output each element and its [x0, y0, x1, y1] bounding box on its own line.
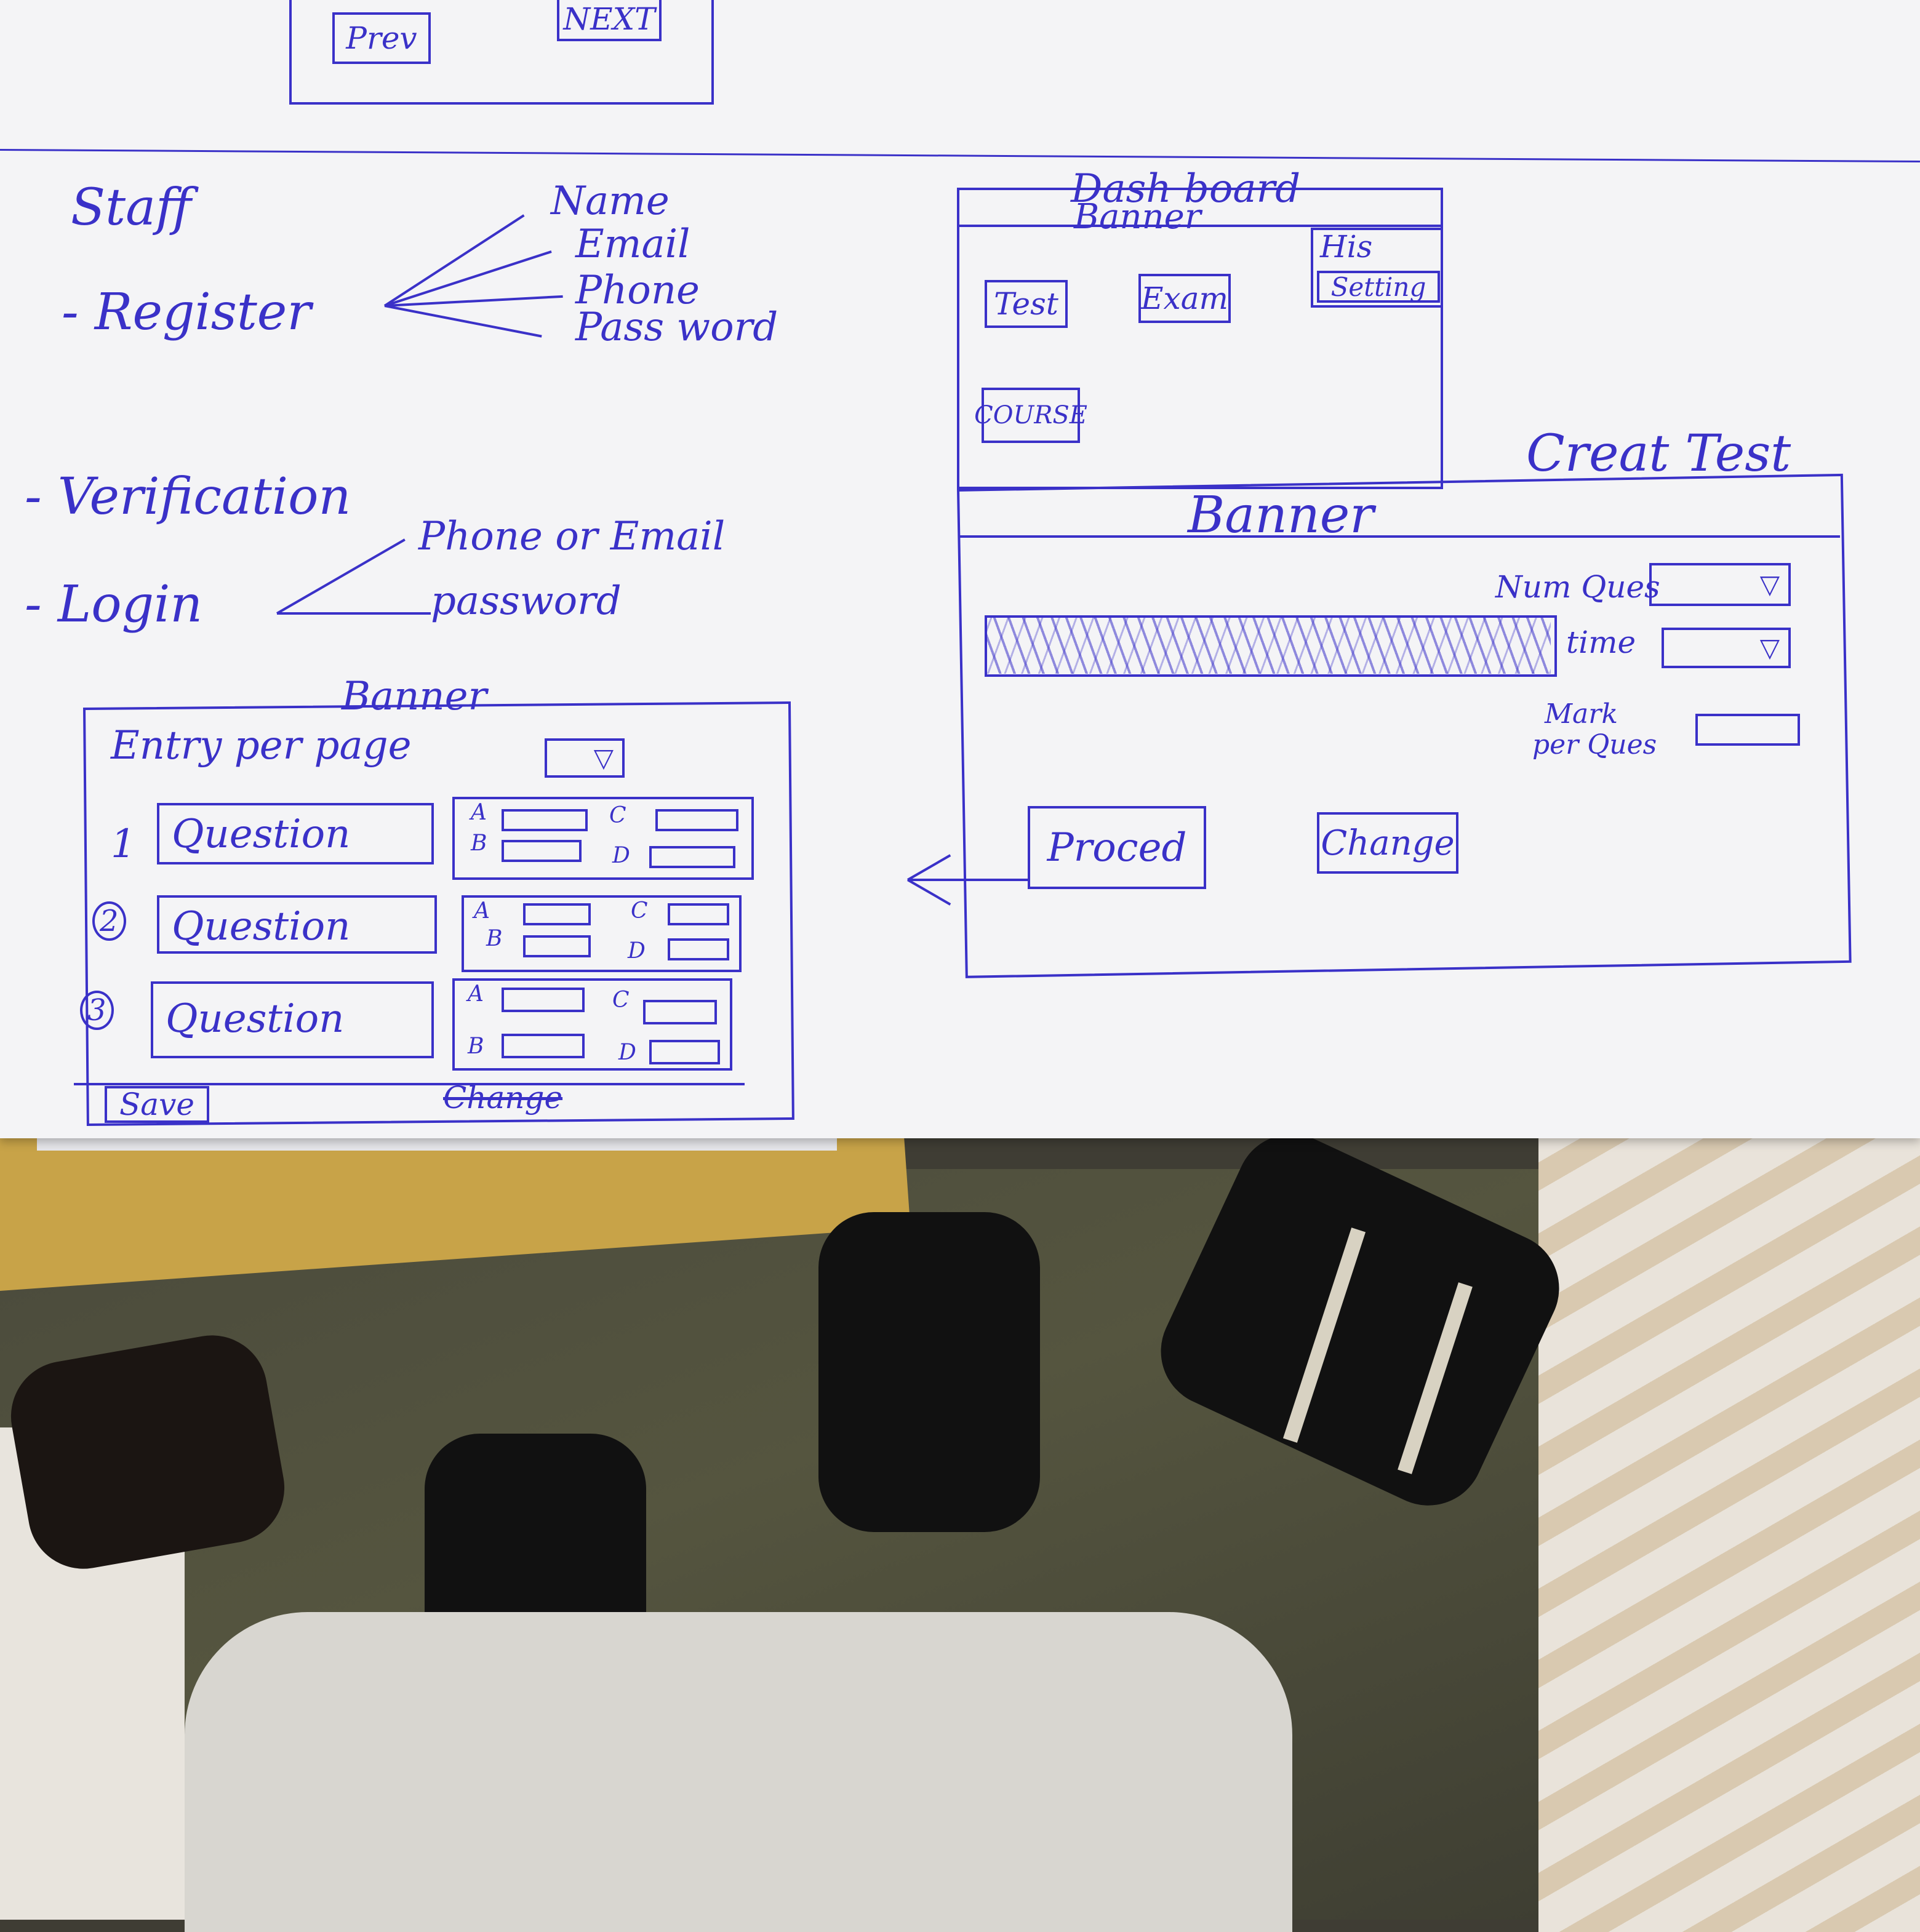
option-a-input[interactable] — [502, 809, 588, 831]
crossed-out-field-box — [985, 615, 1557, 677]
mark-per-question-input[interactable] — [1695, 714, 1800, 746]
option-label-a: A — [468, 981, 484, 1007]
option-label-b: B — [468, 1034, 484, 1059]
create-test-banner: Banner — [1188, 486, 1374, 545]
register-connector — [383, 214, 525, 307]
flow-arrow-head — [907, 879, 951, 906]
verification-label: - Verification — [25, 468, 351, 526]
login-field-phone-email: Phone or Email — [418, 514, 726, 559]
option-label-a: A — [471, 800, 487, 825]
next-button[interactable]: NEXT — [557, 0, 662, 41]
staff-heading: Staff — [71, 178, 192, 237]
fabric-bottom — [185, 1612, 1292, 1932]
dashboard-banner: Banner — [1074, 197, 1201, 237]
flow-arrow-head — [907, 854, 951, 881]
pagination-frame — [289, 0, 714, 105]
option-c-input[interactable] — [655, 809, 738, 831]
option-b-input[interactable] — [502, 1034, 585, 1058]
dashboard-side-panel — [1311, 228, 1443, 308]
option-d-input[interactable] — [649, 1040, 720, 1064]
sandal-center — [818, 1212, 1040, 1532]
option-label-d: D — [628, 938, 646, 964]
options-group — [452, 978, 732, 1071]
dropdown-arrow-icon: ▽ — [593, 743, 614, 773]
register-field-name: Name — [551, 178, 670, 224]
option-c-input[interactable] — [668, 903, 729, 925]
option-label-a: A — [474, 898, 490, 924]
option-b-input[interactable] — [523, 935, 591, 957]
dropdown-arrow-icon: ▽ — [1759, 633, 1780, 663]
entry-per-page-label: Entry per page — [111, 723, 412, 768]
question-input[interactable]: Question — [157, 895, 437, 954]
course-button[interactable]: COURSE — [974, 388, 1087, 443]
option-d-input[interactable] — [649, 846, 735, 868]
change-link[interactable]: Change — [443, 1080, 563, 1116]
change-button[interactable]: Change — [1317, 812, 1458, 874]
create-test-title: Creat Test — [1526, 425, 1791, 483]
time-select[interactable]: ▽ — [1662, 628, 1791, 668]
section-divider — [0, 149, 1920, 163]
option-label-d: D — [618, 1040, 636, 1065]
option-d-input[interactable] — [668, 938, 729, 960]
num-questions-select[interactable]: ▽ — [1649, 563, 1791, 606]
entry-per-page-select[interactable]: ▽ — [545, 738, 625, 778]
mark-label-line1: Mark — [1545, 698, 1618, 730]
question-input[interactable]: Question — [151, 981, 434, 1058]
dashboard-frame — [957, 188, 1443, 489]
option-label-c: C — [631, 898, 648, 924]
question-number: 2 — [92, 901, 126, 941]
create-test-banner-divider — [960, 535, 1840, 538]
options-group — [452, 797, 754, 880]
option-label-c: C — [612, 988, 630, 1013]
settings-button[interactable]: Setting — [1317, 271, 1440, 303]
sketch-paper: Prev NEXT Staff - Register Name Email Ph… — [0, 0, 1920, 1138]
questions-banner: Banner — [342, 674, 487, 719]
crossed-out-field — [985, 615, 1551, 674]
login-connector — [276, 538, 406, 615]
questions-footer-divider — [74, 1083, 745, 1085]
login-connector — [277, 612, 431, 615]
option-a-input[interactable] — [523, 903, 591, 925]
option-label-b: B — [486, 926, 503, 951]
test-button[interactable]: Test — [985, 280, 1068, 328]
register-field-phone: Phone — [575, 268, 700, 313]
mark-label-line2: per Ques — [1532, 729, 1657, 760]
option-label-b: B — [471, 831, 487, 856]
register-field-email: Email — [575, 222, 690, 267]
register-label: - Register — [62, 283, 311, 341]
question-number: 1 — [111, 821, 136, 867]
save-button[interactable]: Save — [105, 1086, 209, 1123]
option-b-input[interactable] — [502, 840, 582, 862]
option-a-input[interactable] — [502, 988, 585, 1012]
login-label: - Login — [25, 575, 203, 634]
dashboard-banner-divider — [957, 225, 1443, 227]
time-label: time — [1566, 625, 1636, 660]
dropdown-arrow-icon: ▽ — [1759, 569, 1780, 599]
option-label-d: D — [612, 843, 630, 868]
option-c-input[interactable] — [643, 1000, 717, 1024]
proceed-button[interactable]: Proced — [1028, 806, 1206, 889]
fabric-right — [1538, 1120, 1920, 1932]
options-group — [462, 895, 742, 972]
register-field-password: Pass word — [575, 305, 778, 350]
history-link[interactable]: His — [1320, 229, 1373, 265]
question-input[interactable]: Question — [157, 803, 434, 864]
prev-button[interactable]: Prev — [332, 12, 431, 64]
option-label-c: C — [609, 803, 626, 828]
exam-button[interactable]: Exam — [1138, 274, 1231, 323]
register-connector — [384, 305, 542, 338]
login-field-password: password — [431, 578, 622, 624]
num-questions-label: Num Ques — [1495, 569, 1660, 605]
flow-arrow-shaft — [908, 879, 1028, 881]
question-number: 3 — [80, 991, 114, 1030]
